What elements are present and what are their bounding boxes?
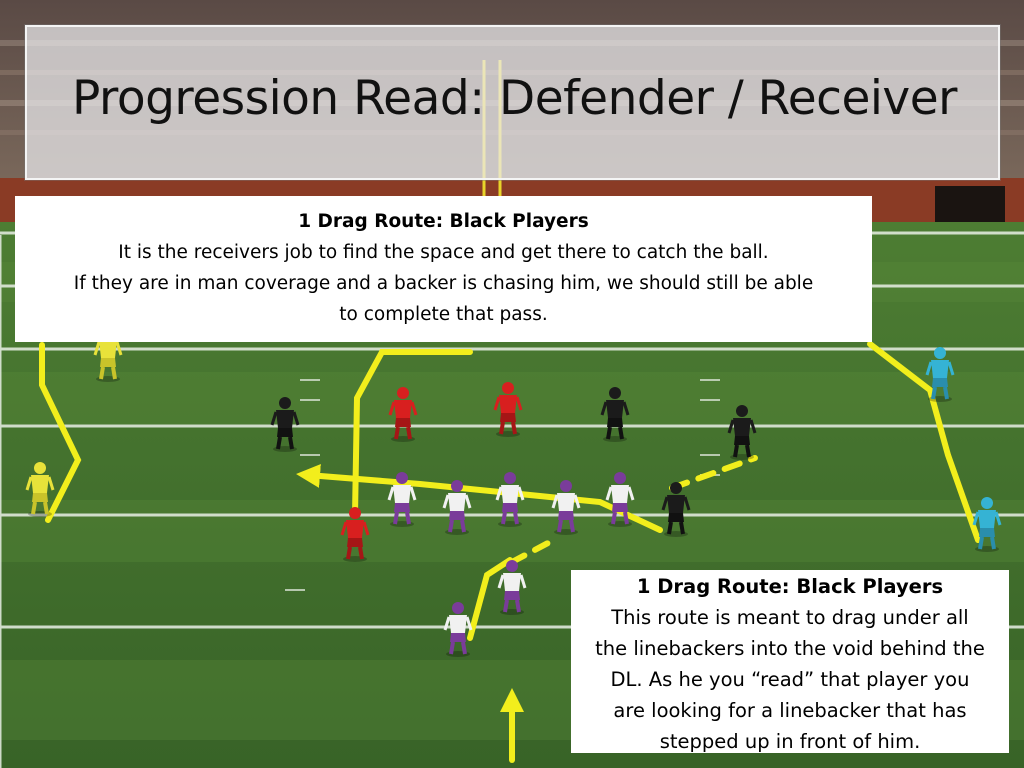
right-tackle-player	[605, 472, 635, 527]
slide-title: Progression Read: Defender / Receiver	[72, 71, 957, 126]
top-callout-heading: 1 Drag Route: Black Players	[298, 211, 589, 232]
right-guard-player	[551, 480, 581, 535]
bottom-callout: 1 Drag Route: Black Players This route i…	[571, 570, 1009, 753]
top-callout: 1 Drag Route: Black Players It is the re…	[15, 196, 872, 342]
left-outside-linebacker-player	[270, 397, 300, 452]
running-back-player	[443, 602, 473, 657]
left-defensive-end-player	[340, 507, 370, 562]
right-inside-linebacker-player	[600, 387, 630, 442]
seam-route	[467, 557, 513, 641]
right-receiver-deep-player	[925, 347, 955, 402]
right-outside-linebacker-player	[727, 405, 757, 460]
center-player	[495, 472, 525, 527]
drag-receiver-player	[661, 482, 691, 537]
right-wide-receiver-player	[972, 497, 1002, 552]
left-receiver-route	[39, 342, 82, 523]
players	[25, 327, 1002, 657]
drag-route	[509, 540, 551, 565]
right-receiver-route	[867, 341, 981, 543]
post-route	[352, 349, 473, 518]
bottom-callout-line: the linebackers into the void behind the	[595, 637, 985, 660]
quarterback-player	[497, 560, 527, 615]
left-wide-receiver-player	[25, 462, 55, 517]
title-box: Progression Read: Defender / Receiver	[25, 25, 1000, 180]
top-callout-line: If they are in man coverage and a backer…	[73, 273, 814, 294]
top-callout-line: to complete that pass.	[339, 304, 548, 325]
top-callout-line: It is the receivers job to find the spac…	[118, 242, 769, 263]
bottom-callout-line: This route is meant to drag under all	[611, 606, 969, 629]
left-tackle-player	[387, 472, 417, 527]
flat-dash-route	[669, 455, 758, 491]
bottom-callout-line: stepped up in front of him.	[659, 730, 921, 753]
tunnel	[935, 186, 1005, 224]
left-guard-player	[442, 480, 472, 535]
bottom-callout-heading: 1 Drag Route: Black Players	[636, 575, 944, 598]
middle-linebacker-player	[493, 382, 523, 437]
bottom-callout-line: DL. As he you “read” that player you	[610, 668, 970, 691]
bottom-callout-line: are looking for a linebacker that has	[613, 699, 967, 722]
left-inside-linebacker-player	[388, 387, 418, 442]
